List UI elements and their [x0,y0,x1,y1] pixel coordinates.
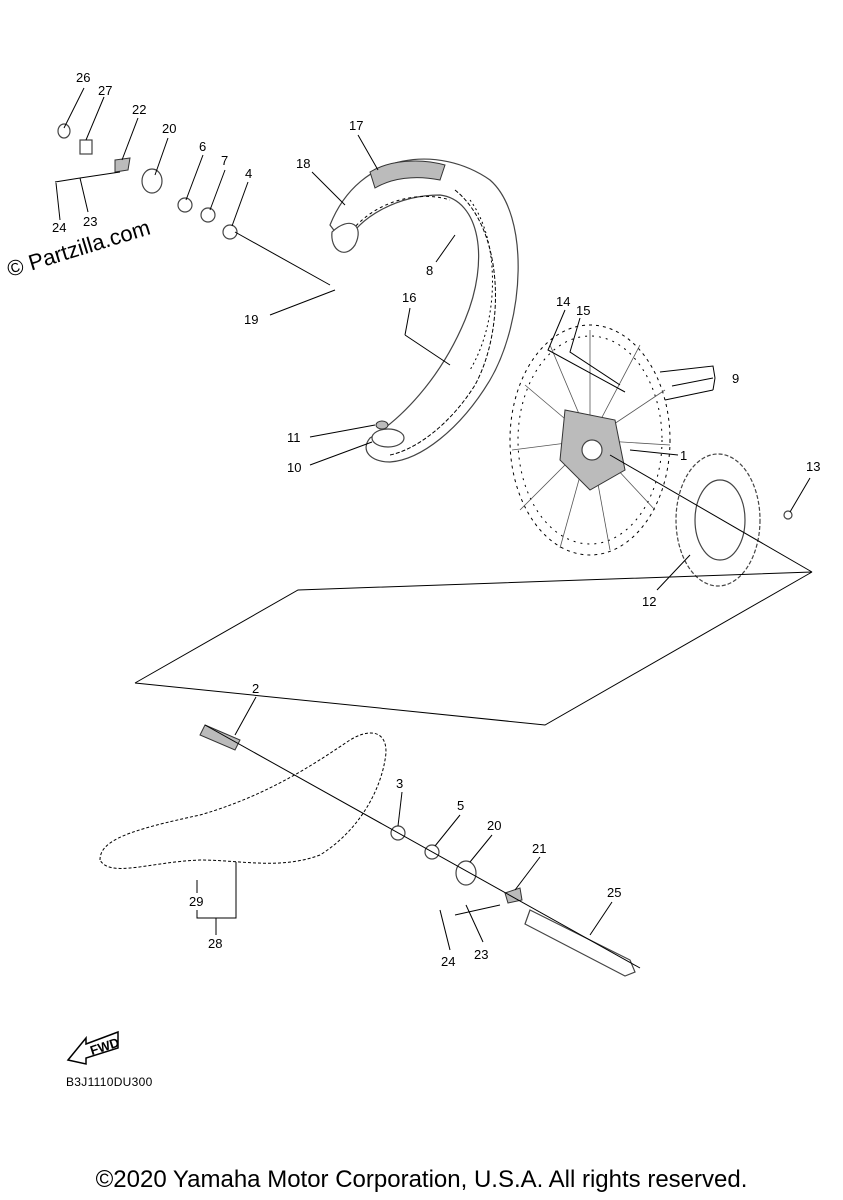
axle-parts-drawing [199,724,636,977]
callout-25: 25 [607,885,621,900]
callout-24-bottom: 24 [441,954,455,969]
callout-4: 4 [245,166,252,181]
callout-7: 7 [221,153,228,168]
callout-12: 12 [642,594,656,609]
sprocket-drawing [675,453,793,587]
callout-23-bottom: 23 [474,947,488,962]
callout-27: 27 [98,83,112,98]
callout-18: 18 [296,156,310,171]
wheel-drawing [509,324,671,556]
callout-20-bottom: 20 [487,818,501,833]
callout-1: 1 [680,448,687,463]
callout-3: 3 [396,776,403,791]
fwd-label: FWD [88,1035,121,1058]
copyright-notice: ©2020 Yamaha Motor Corporation, U.S.A. A… [95,1166,748,1193]
callout-22: 22 [132,102,146,117]
callout-17: 17 [349,118,363,133]
callout-14: 14 [556,294,570,309]
callout-labels: 26 27 22 20 6 7 4 24 23 17 18 8 19 16 11… [52,70,820,969]
callout-19: 19 [244,312,258,327]
leader-lines [55,87,811,951]
callout-10: 10 [287,460,301,475]
callout-8: 8 [426,263,433,278]
callout-29: 29 [189,894,203,909]
callout-28: 28 [208,936,222,951]
callout-24-top: 24 [52,220,66,235]
callout-5: 5 [457,798,464,813]
assembly-lines [134,231,813,969]
callout-20-top: 20 [162,121,176,136]
callout-26: 26 [76,70,90,85]
callout-13: 13 [806,459,820,474]
chain-drawing [99,732,387,869]
callout-2: 2 [252,681,259,696]
rim-lock-drawing [371,420,405,448]
callout-6: 6 [199,139,206,154]
fwd-arrow-icon: FWD [66,1030,121,1065]
diagram-code: B3J1110DU300 [66,1075,153,1089]
callout-21: 21 [532,841,546,856]
tire-drawing [329,158,519,463]
callout-16: 16 [402,290,416,305]
small-parts-drawing [54,123,238,240]
callout-11: 11 [287,430,301,445]
callout-15: 15 [576,303,590,318]
callout-23-top: 23 [83,214,97,229]
callout-9: 9 [732,371,739,386]
